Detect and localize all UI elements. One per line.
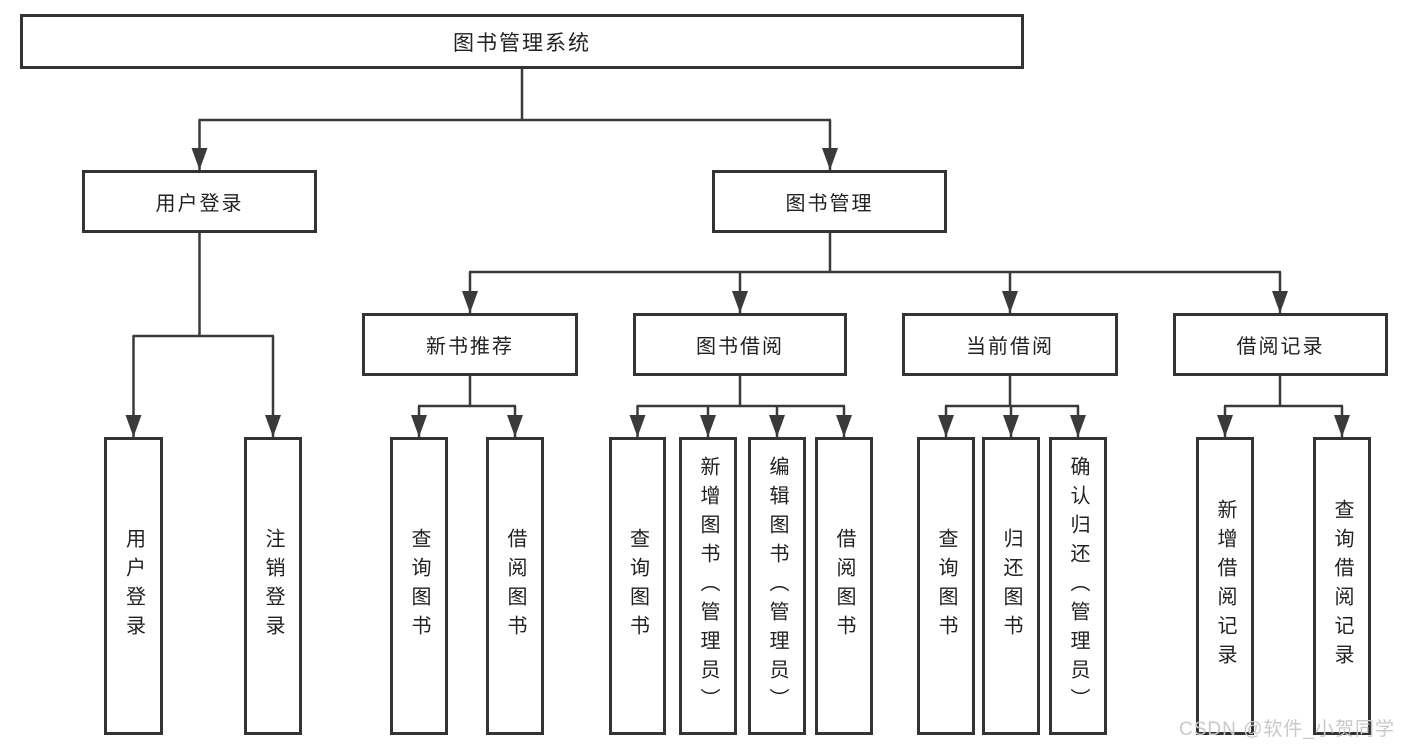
leaf-user-login: 用户登录 <box>104 437 163 735</box>
node-label: 图书管理系统 <box>453 31 591 55</box>
connector-borrow-to-leaves <box>629 376 852 437</box>
leaf-label: 借阅图书 <box>833 528 855 644</box>
connector-management-to-level3 <box>462 233 1288 313</box>
leaf-label: 编辑图书（管理员） <box>766 455 788 717</box>
leaf-logout: 注销登录 <box>244 437 302 735</box>
leaf-edit-book-admin: 编辑图书（管理员） <box>748 437 806 735</box>
node-library-management-system: 图书管理系统 <box>20 14 1024 69</box>
leaf-query-borrow-record: 查询借阅记录 <box>1313 437 1371 735</box>
node-label: 当前借阅 <box>966 336 1054 358</box>
leaf-query-books-newbook: 查询图书 <box>390 437 448 735</box>
leaf-label: 注销登录 <box>262 528 284 644</box>
node-user-login: 用户登录 <box>82 170 317 233</box>
node-label: 借阅记录 <box>1236 336 1325 358</box>
node-book-management: 图书管理 <box>712 170 947 233</box>
leaf-label: 新增借阅记录 <box>1214 499 1236 673</box>
connector-root-to-level2 <box>191 69 838 170</box>
node-label: 图书管理 <box>785 193 874 215</box>
leaf-add-borrow-record: 新增借阅记录 <box>1196 437 1254 735</box>
leaf-label: 查询借阅记录 <box>1331 499 1353 673</box>
leaf-confirm-return-admin: 确认归还（管理员） <box>1049 437 1107 735</box>
leaf-query-books-current: 查询图书 <box>917 437 975 735</box>
leaf-borrow-books-borrow: 借阅图书 <box>815 437 873 735</box>
connector-login-to-leaves <box>125 233 281 437</box>
leaf-label: 归还图书 <box>1000 528 1022 644</box>
csdn-watermark: CSDN @软件_小贺同学 <box>1179 719 1395 740</box>
connector-newbook-to-leaves <box>411 376 523 437</box>
node-label: 图书借阅 <box>696 336 784 358</box>
connector-current-to-leaves <box>938 376 1086 437</box>
leaf-label: 新增图书（管理员） <box>697 455 719 717</box>
leaf-label: 借阅图书 <box>504 528 526 644</box>
leaf-label: 查询图书 <box>408 528 430 644</box>
node-label: 用户登录 <box>155 193 244 215</box>
node-label: 新书推荐 <box>426 336 514 358</box>
leaf-return-book: 归还图书 <box>982 437 1040 735</box>
node-new-book-recommendation: 新书推荐 <box>362 313 578 376</box>
leaf-label: 确认归还（管理员） <box>1067 455 1089 717</box>
leaf-label: 查询图书 <box>935 528 957 644</box>
leaf-borrow-books-newbook: 借阅图书 <box>486 437 544 735</box>
leaf-query-books-borrow: 查询图书 <box>609 437 666 735</box>
connector-records-to-leaves <box>1217 376 1350 437</box>
node-borrowing-records: 借阅记录 <box>1173 313 1388 376</box>
leaf-label: 用户登录 <box>122 528 145 644</box>
node-current-borrowing: 当前借阅 <box>902 313 1118 376</box>
leaf-add-book-admin: 新增图书（管理员） <box>679 437 737 735</box>
node-book-borrowing: 图书借阅 <box>633 313 847 376</box>
leaf-label: 查询图书 <box>626 528 649 644</box>
